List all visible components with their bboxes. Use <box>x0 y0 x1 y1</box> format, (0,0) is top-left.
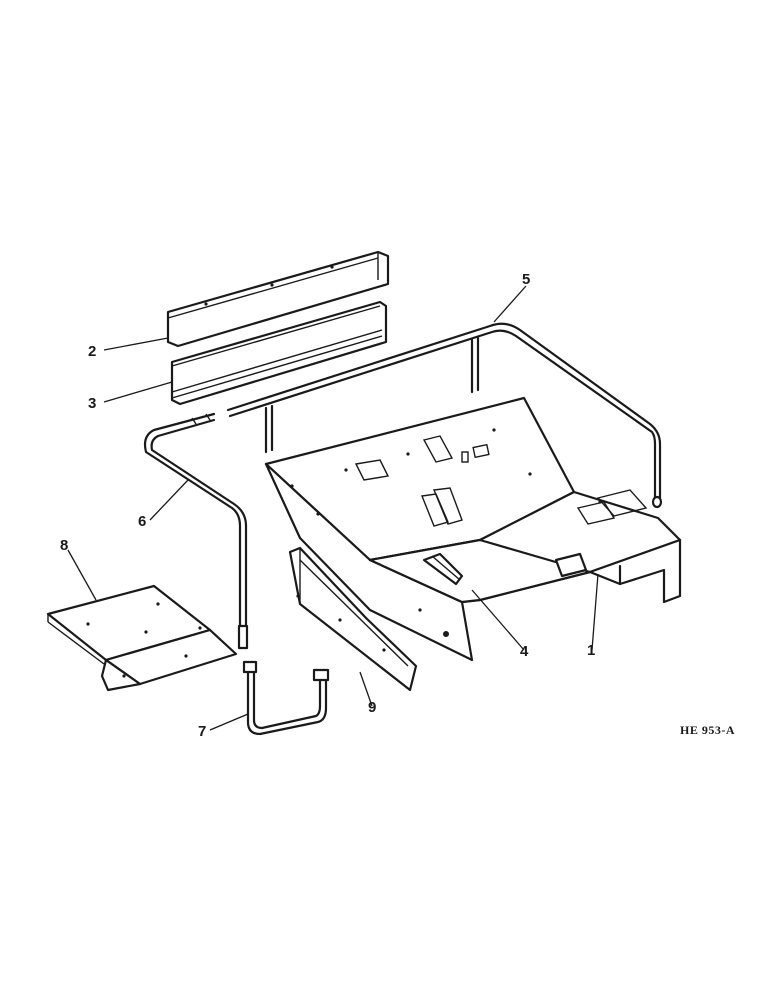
callout-4: 4 <box>520 643 529 660</box>
part-3-lower-panel <box>170 300 388 406</box>
part-9-angle-support <box>288 546 418 692</box>
part-5-frame-tube <box>226 322 663 509</box>
part-6-side-tube <box>143 412 249 650</box>
callout-7: 7 <box>198 723 206 740</box>
callout-9: 9 <box>368 699 376 716</box>
callout-1: 1 <box>587 642 595 659</box>
part-7-u-tube <box>242 660 330 736</box>
part-2-upper-panel <box>166 250 390 348</box>
callout-2: 2 <box>88 343 96 360</box>
part-8-step-plate <box>46 584 238 692</box>
part-4-bracket <box>422 552 588 586</box>
callout-5: 5 <box>522 271 530 288</box>
callout-8: 8 <box>60 537 68 554</box>
callout-6: 6 <box>138 513 146 530</box>
leader-lines <box>67 285 599 731</box>
reference-code: HE 953-A <box>680 723 735 737</box>
callout-3: 3 <box>88 395 96 412</box>
